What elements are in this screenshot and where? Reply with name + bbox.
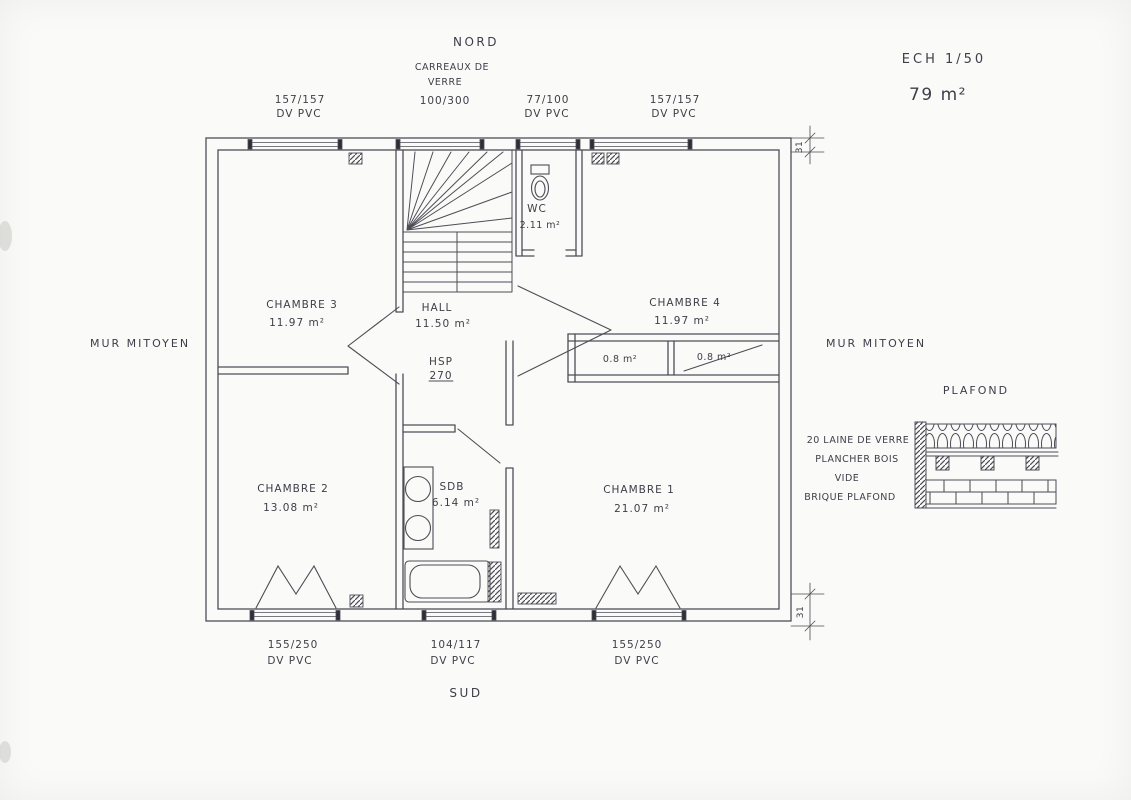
window-symbol — [589, 139, 693, 150]
sink-vanity-symbol — [403, 466, 434, 550]
ceiling-layer-insulation-label: 20 LAINE DE VERRE — [807, 435, 910, 446]
hsp-label: HSP — [429, 356, 453, 368]
scan-smudges — [0, 221, 12, 763]
room-hall-area: 11.50 m² — [415, 318, 471, 330]
top-window2-material-label: DV PVC — [524, 108, 569, 120]
room-chambre2-name: CHAMBRE 2 — [257, 483, 329, 495]
total-area-label: 79 m² — [909, 85, 967, 105]
room-chambre3-name: CHAMBRE 3 — [266, 299, 338, 311]
dimension-marks — [790, 125, 825, 641]
compass-south-label: SUD — [449, 686, 482, 700]
ceiling-detail-title: PLAFOND — [943, 384, 1009, 397]
room-hall-name: HALL — [422, 302, 453, 314]
bottom-window3-size-label: 155/250 — [612, 639, 663, 651]
compass-north-label: NORD — [453, 35, 499, 49]
bottom-window1-material-label: DV PVC — [267, 655, 312, 667]
sink-basin-2 — [404, 514, 432, 542]
glass-block-note-line2: VERRE — [428, 77, 462, 88]
joist-block — [980, 455, 995, 471]
scale-label: ECH 1/50 — [902, 52, 986, 67]
wall-thickness-top-dim: 31 — [795, 141, 805, 153]
top-window2-size-label: 77/100 — [527, 94, 570, 106]
room-chambre1-area: 21.07 m² — [614, 503, 670, 515]
room-chambre4-name: CHAMBRE 4 — [649, 297, 721, 309]
joist-block — [935, 455, 950, 471]
ceiling-layer-floor-label: PLANCHER BOIS — [815, 454, 898, 465]
window-symbol — [421, 610, 497, 621]
bottom-windows — [249, 610, 687, 621]
room-chambre3-area: 11.97 m² — [269, 317, 325, 329]
window-symbol — [247, 139, 343, 150]
bottom-window3-material-label: DV PVC — [614, 655, 659, 667]
room-chambre1-name: CHAMBRE 1 — [603, 484, 675, 496]
ceiling-layer-brick-label: BRIQUE PLAFOND — [804, 492, 895, 503]
glass-block-note-line1: CARREAUX DE — [415, 62, 489, 73]
toilet-symbol — [530, 164, 550, 201]
staircase — [402, 149, 513, 293]
bathtub-symbol — [404, 560, 491, 603]
room-wc-name: WC — [527, 203, 547, 215]
labels: NORD CARREAUX DE VERRE 100/300 157/157 D… — [90, 35, 1009, 700]
room-sdb-name: SDB — [440, 481, 465, 493]
ceiling-detail-drawing — [914, 421, 1059, 509]
window-symbol — [591, 610, 687, 621]
party-wall-left-label: MUR MITOYEN — [90, 337, 190, 350]
glass-block-window-symbol — [395, 139, 485, 150]
outer-walls — [205, 137, 792, 622]
glass-block-size-label: 100/300 — [420, 95, 471, 107]
closet1-area: 0.8 m² — [603, 354, 637, 365]
top-window3-size-label: 157/157 — [650, 94, 701, 106]
bottom-window2-material-label: DV PVC — [430, 655, 475, 667]
window-symbol — [249, 610, 341, 621]
room-wc-area: 2.11 m² — [520, 220, 561, 231]
party-wall-right-label: MUR MITOYEN — [826, 337, 926, 350]
hatched-blocks — [348, 152, 620, 608]
bottom-window1-size-label: 155/250 — [268, 639, 319, 651]
door-swings — [347, 285, 763, 464]
interior-walls — [217, 149, 780, 610]
top-window1-size-label: 157/157 — [275, 94, 326, 106]
room-sdb-area: 6.14 m² — [432, 497, 480, 509]
bottom-window2-size-label: 104/117 — [431, 639, 482, 651]
ceiling-layer-void-label: VIDE — [835, 473, 860, 484]
room-chambre2-area: 13.08 m² — [263, 502, 319, 514]
room-chambre4-area: 11.97 m² — [654, 315, 710, 327]
sink-basin-1 — [404, 475, 432, 503]
top-window1-material-label: DV PVC — [276, 108, 321, 120]
hsp-value: 270 — [429, 370, 452, 382]
wall-thickness-bottom-dim: 31 — [796, 606, 806, 618]
top-windows — [247, 139, 693, 150]
window-casement-zigzags — [255, 564, 681, 609]
closet2-area: 0.8 m² — [697, 352, 731, 363]
top-window3-material-label: DV PVC — [651, 108, 696, 120]
joist-block — [1025, 455, 1040, 471]
window-symbol — [515, 139, 581, 150]
